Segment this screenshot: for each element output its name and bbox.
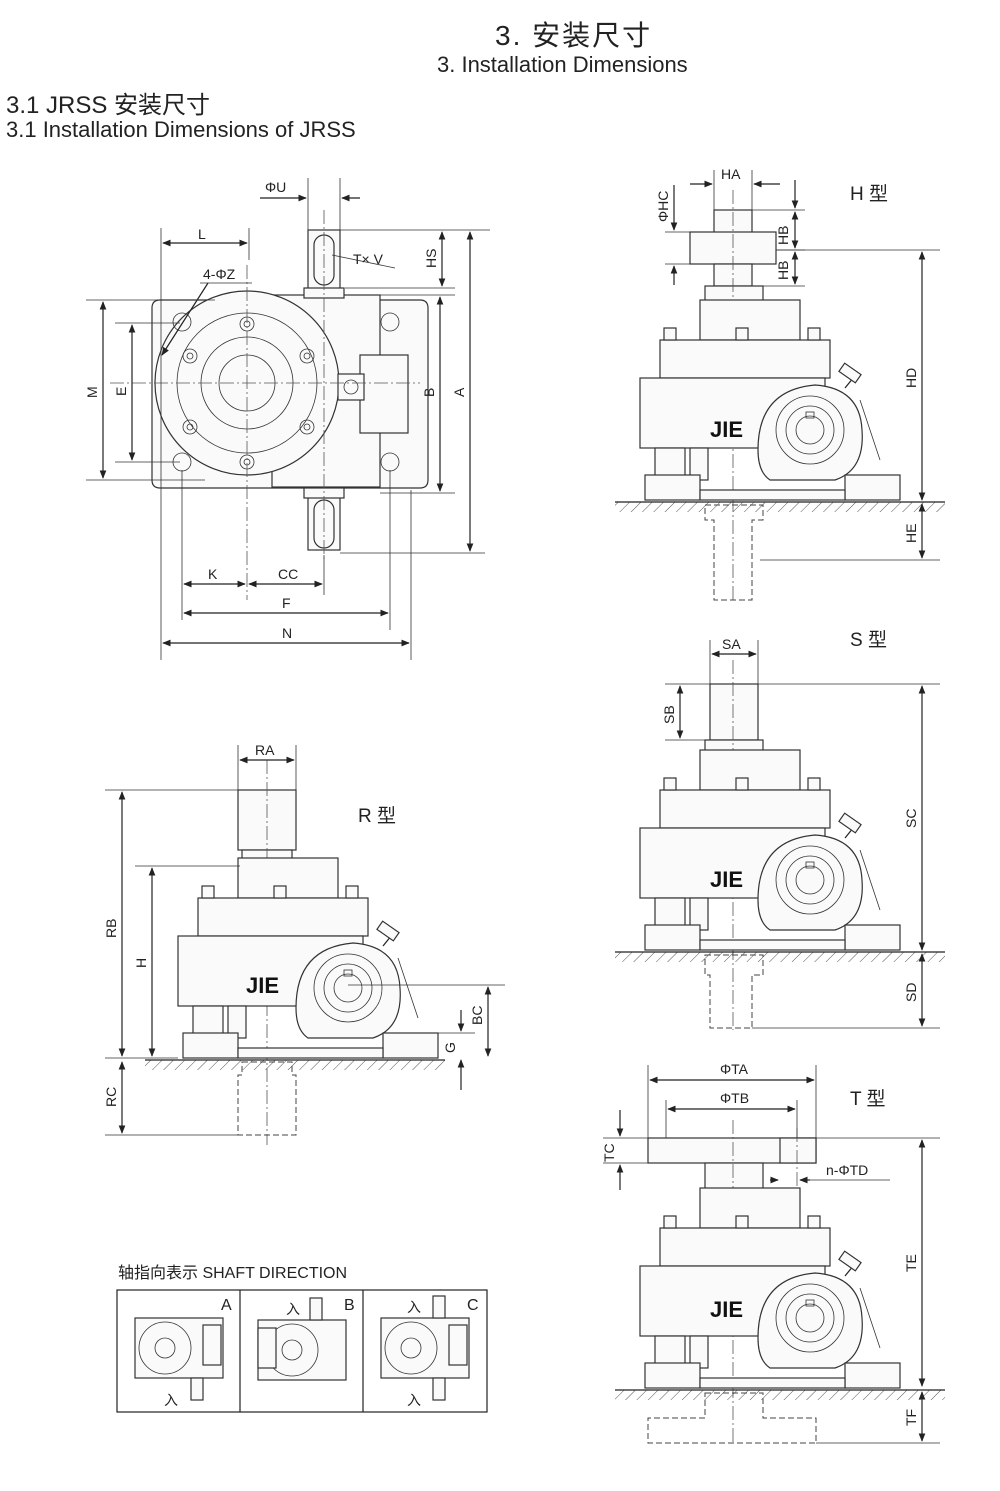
dim-TA: ΦTA (720, 1061, 749, 1077)
dim-RC: RC (103, 1087, 119, 1107)
dim-N: N (282, 625, 292, 641)
s-type-title: S 型 (850, 629, 887, 651)
dim-RB: RB (103, 919, 119, 938)
dim-F: F (282, 595, 291, 611)
h-type-view: H 型 JIE HA ΦHC HB HB (615, 166, 945, 601)
input-mark-b: 入 (286, 1301, 300, 1317)
dim-SA: SA (722, 636, 741, 652)
logo-s: JIE (710, 867, 743, 892)
t-type-view: T 型 JIE ΦTA ΦTB TC n-ΦTD TE (601, 1061, 945, 1445)
dim-A: A (451, 387, 467, 397)
input-mark-a: 入 (164, 1392, 178, 1408)
dim-HE: HE (903, 524, 919, 543)
dim-G: G (442, 1042, 458, 1053)
dim-HB2: HB (775, 261, 791, 280)
dim-HC: ΦHC (655, 191, 671, 222)
dim-RA: RA (255, 742, 275, 758)
input-mark-c-bottom: 入 (407, 1392, 421, 1408)
cell-label-a: A (221, 1297, 232, 1314)
dim-SC: SC (903, 809, 919, 828)
logo-r: JIE (246, 973, 279, 998)
plan-view: ΦU L 4-ΦZ T× V HS M E B A (84, 178, 490, 660)
dim-BC: BC (469, 1006, 485, 1025)
shaft-direction-title: 轴指向表示 SHAFT DIRECTION (118, 1264, 347, 1282)
logo-t: JIE (710, 1297, 743, 1322)
page-title-cn: 3. 安装尺寸 (495, 20, 653, 51)
dim-K: K (208, 566, 218, 582)
section-title-en: 3.1 Installation Dimensions of JRSS (6, 117, 356, 142)
dim-L: L (198, 226, 206, 242)
dim-TE: TE (903, 1254, 919, 1272)
dim-B: B (421, 388, 437, 397)
r-type-view: R 型 JIE RA RB H RC BC G (103, 742, 505, 1145)
cell-label-c: C (467, 1297, 479, 1314)
dim-E: E (113, 387, 129, 396)
dim-SB: SB (661, 705, 677, 724)
cell-label-b: B (344, 1297, 355, 1314)
input-mark-c-top: 入 (407, 1299, 421, 1315)
dim-Z: 4-ΦZ (203, 266, 236, 282)
dim-M: M (84, 386, 100, 398)
h-type-title: H 型 (850, 183, 888, 205)
shaft-cell-a: A 入 (134, 1297, 232, 1408)
logo-h: JIE (710, 417, 743, 442)
dim-TV: T× V (353, 251, 384, 267)
dim-HD: HD (903, 368, 919, 388)
dim-TB: ΦTB (720, 1090, 749, 1106)
page-title-en: 3. Installation Dimensions (437, 52, 688, 77)
dim-HS: HS (423, 249, 439, 268)
dim-HA: HA (721, 166, 741, 182)
shaft-cell-b: B 入 (257, 1297, 355, 1381)
shaft-direction-table: 轴指向表示 SHAFT DIRECTION A 入 B 入 C (116, 1264, 488, 1413)
t-type-title: T 型 (850, 1088, 886, 1110)
dim-TF: TF (903, 1409, 919, 1426)
s-type-view: S 型 JIE SA SB SC SD (615, 629, 945, 1030)
dim-TC: TC (601, 1143, 617, 1162)
r-type-title: R 型 (358, 805, 396, 827)
dim-H: H (133, 958, 149, 968)
dim-TD: n-ΦTD (826, 1162, 868, 1178)
dim-phiU: ΦU (265, 179, 286, 195)
dim-CC: CC (278, 566, 298, 582)
shaft-cell-c: C 入 入 (380, 1295, 479, 1408)
dim-HB1: HB (775, 226, 791, 245)
dim-SD: SD (903, 983, 919, 1002)
section-title-cn: 3.1 JRSS 安装尺寸 (6, 92, 211, 119)
